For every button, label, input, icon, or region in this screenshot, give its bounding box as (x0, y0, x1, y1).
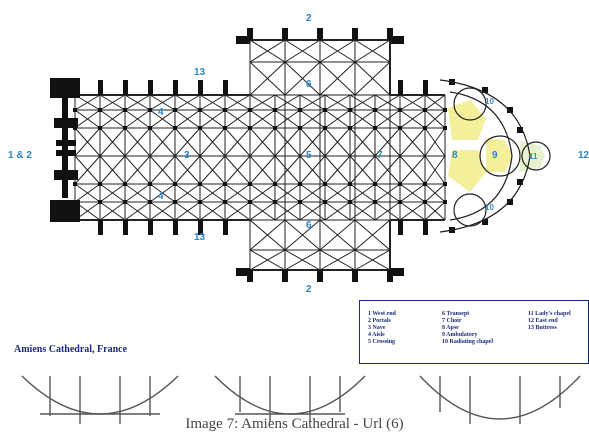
label-east-end: 12 (578, 150, 589, 161)
piers-and-buttresses (50, 28, 523, 282)
legend-item: 13 Buttress (528, 325, 557, 331)
legend-item: 2 Portals (368, 318, 391, 324)
label-transept-south: 2 (306, 284, 312, 295)
label-chapel-upper: 10 (485, 97, 494, 106)
vault-grid (74, 39, 446, 271)
label-crossing: 5 (306, 150, 312, 161)
vault-section-drawings (21, 375, 581, 424)
legend-column-3: 11 Lady's chapel 12 East end 13 Buttress (528, 311, 571, 332)
label-aisle-lower: 4 (158, 191, 164, 202)
legend-column-1: 1 West end 2 Portals 3 Nave 4 Aisle 5 Cr… (368, 311, 396, 346)
label-chapel-lower: 10 (485, 203, 494, 212)
label-transept-north: 2 (306, 13, 312, 24)
legend-item: 3 Nave (368, 325, 386, 331)
label-buttress-lower: 13 (194, 232, 206, 243)
label-transept-lower: 6 (306, 220, 312, 231)
legend-item: 7 Choir (442, 318, 462, 324)
label-ladys-chapel: 11 (529, 152, 538, 161)
legend-item: 6 Transept (442, 311, 470, 317)
legend-item: 1 West end (368, 311, 396, 317)
legend-item: 12 East end (528, 318, 558, 324)
label-apse: 9 (492, 150, 498, 161)
label-west-end: 1 & 2 (8, 150, 32, 161)
legend-item: 8 Apse (442, 325, 459, 331)
image-caption: Image 7: Amiens Cathedral - Url (6) (185, 416, 404, 432)
legend-item: 11 Lady's chapel (528, 311, 571, 317)
legend-item: 10 Radiating chapel (442, 339, 494, 345)
plan-title: Amiens Cathedral, France (14, 344, 128, 355)
plan-legend: 1 West end 2 Portals 3 Nave 4 Aisle 5 Cr… (359, 300, 589, 364)
label-ambulatory: 8 (452, 150, 458, 161)
legend-item: 4 Aisle (368, 332, 385, 338)
label-buttress-upper: 13 (194, 67, 206, 78)
legend-column-2: 6 Transept 7 Choir 8 Apse 9 Ambulatory 1… (442, 311, 493, 346)
legend-item: 9 Ambulatory (442, 332, 478, 338)
label-transept-upper: 6 (306, 79, 312, 90)
legend-item: 5 Crossing (368, 339, 396, 345)
apse-chapels (439, 79, 551, 233)
chapel-highlight (448, 100, 545, 192)
label-aisle-upper: 4 (158, 107, 164, 118)
label-nave: 3 (184, 150, 190, 161)
label-choir: 7 (377, 150, 383, 161)
